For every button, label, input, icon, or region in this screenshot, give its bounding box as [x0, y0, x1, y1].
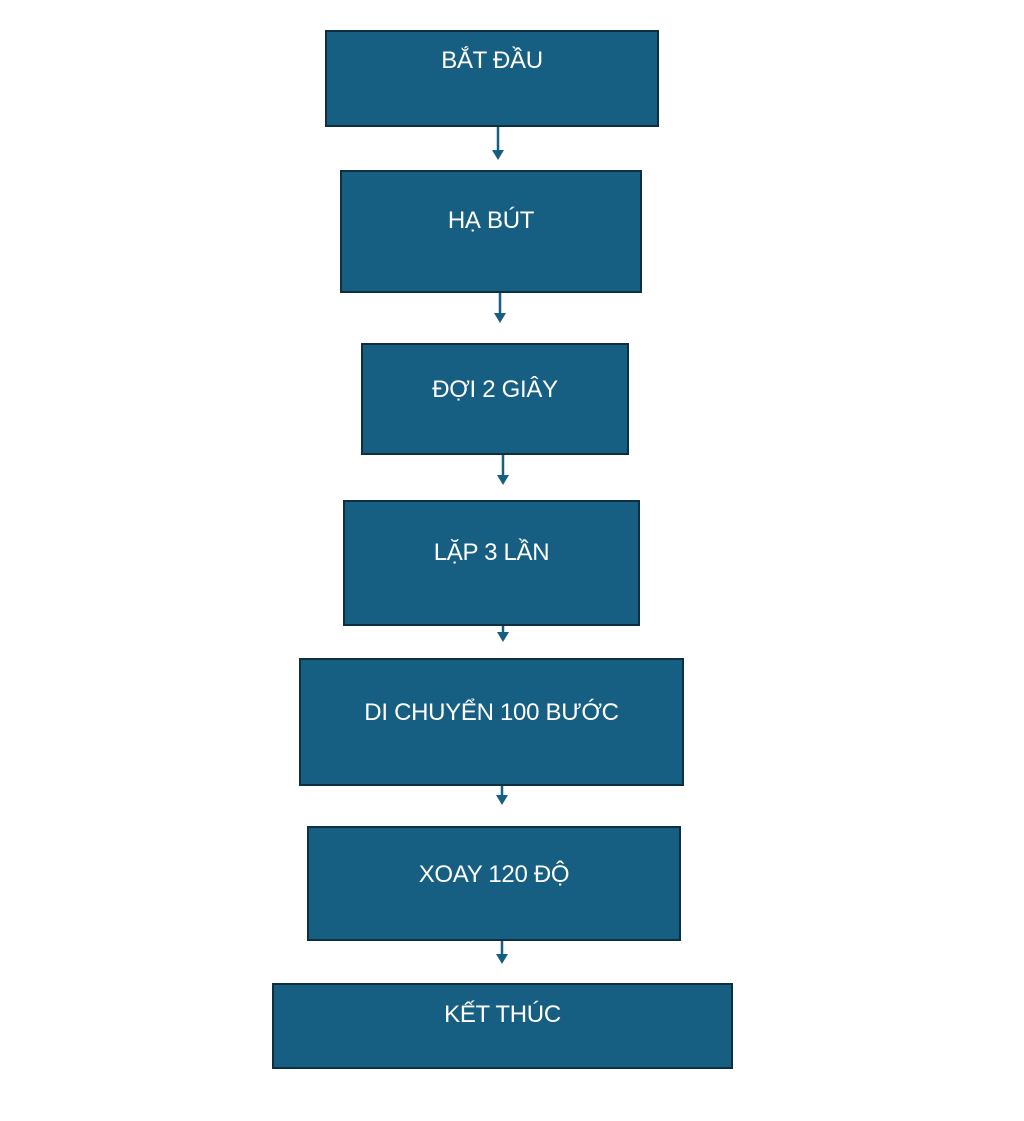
node-turn-label: XOAY 120 ĐỘ [418, 861, 570, 888]
node-move-label: DI CHUYỂN 100 BƯỚC [364, 699, 619, 726]
arrowhead-turn-to-end [496, 954, 508, 964]
arrowhead-wait-to-repeat [497, 475, 509, 485]
arrowhead-move-to-turn [496, 795, 508, 805]
node-move: DI CHUYỂN 100 BƯỚC [299, 658, 684, 786]
node-end: KẾT THÚC [272, 983, 733, 1069]
arrowhead-start-to-pen-down [492, 150, 504, 160]
node-start-label: BẮT ĐẦU [441, 47, 543, 74]
arrowhead-repeat-to-move [497, 632, 509, 642]
node-wait-label: ĐỢI 2 GIÂY [432, 376, 558, 403]
arrowhead-pen-down-to-wait [494, 313, 506, 323]
node-wait: ĐỢI 2 GIÂY [361, 343, 629, 455]
node-pen-down: HẠ BÚT [340, 170, 642, 293]
node-turn: XOAY 120 ĐỘ [307, 826, 681, 941]
node-start: BẮT ĐẦU [325, 30, 659, 127]
node-repeat: LẶP 3 LẦN [343, 500, 640, 626]
node-repeat-label: LẶP 3 LẦN [433, 539, 550, 566]
node-end-label: KẾT THÚC [444, 1001, 561, 1028]
node-pen-down-label: HẠ BÚT [447, 207, 535, 234]
